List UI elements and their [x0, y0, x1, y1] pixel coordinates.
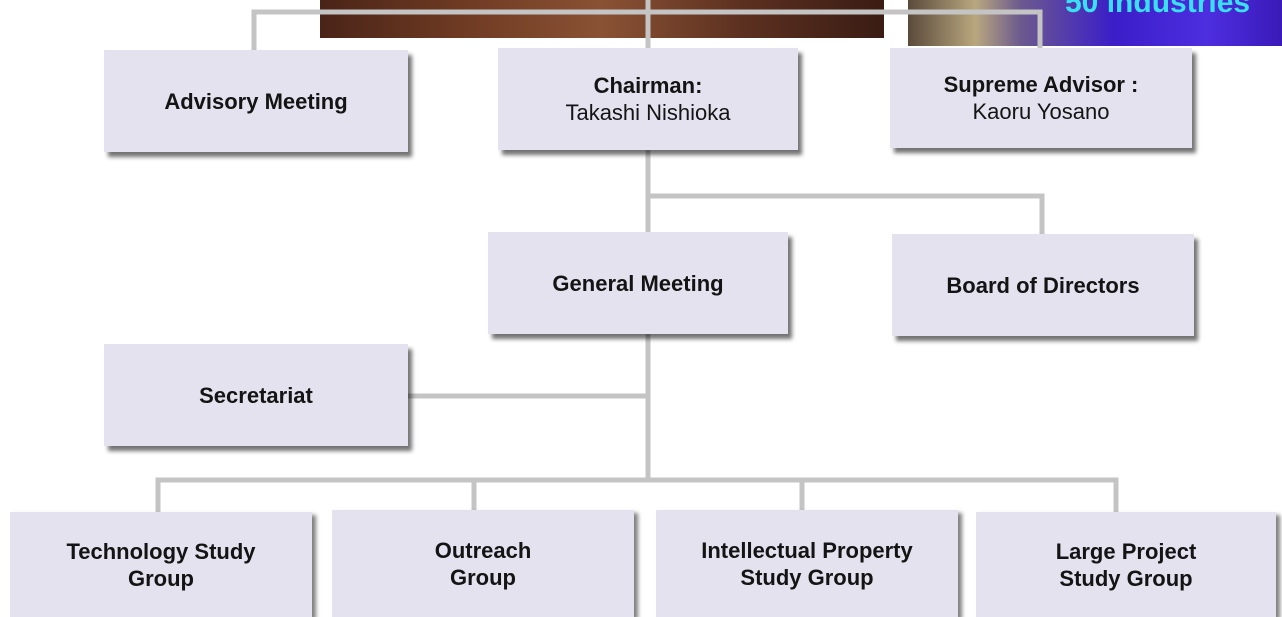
connector-bottom-bracket — [155, 477, 1119, 515]
intellectual-property-study-group-line2: Study Group — [740, 564, 874, 590]
chairman-name: Takashi Nishioka — [565, 100, 731, 125]
technology-study-group-box: Technology Study Group — [10, 512, 312, 617]
board-of-directors-box: Board of Directors — [892, 234, 1194, 336]
header-photo-left — [320, 0, 884, 38]
intellectual-property-study-group-box: Intellectual Property Study Group — [656, 510, 958, 617]
large-project-study-group-line2: Study Group — [1059, 565, 1193, 591]
large-project-study-group-box: Large Project Study Group — [976, 512, 1276, 617]
outreach-group-line1: Outreach — [434, 537, 532, 563]
supreme-advisor-box: Supreme Advisor : Kaoru Yosano — [890, 48, 1192, 148]
connector-board — [645, 193, 1045, 237]
outreach-group-box: Outreach Group — [332, 510, 634, 617]
supreme-advisor-name: Kaoru Yosano — [972, 99, 1110, 124]
supreme-advisor-title: Supreme Advisor : — [943, 72, 1139, 97]
chairman-box: Chairman: Takashi Nishioka — [498, 48, 798, 150]
general-meeting-title: General Meeting — [552, 270, 724, 296]
secretariat-box: Secretariat — [104, 344, 408, 446]
intellectual-property-study-group-line1: Intellectual Property — [701, 537, 913, 563]
technology-study-group-line1: Technology Study — [66, 538, 256, 564]
secretariat-title: Secretariat — [199, 382, 313, 408]
outreach-group-line2: Group — [450, 564, 516, 590]
large-project-study-group-line1: Large Project — [1055, 538, 1197, 564]
general-meeting-box: General Meeting — [488, 232, 788, 334]
advisory-meeting-box: Advisory Meeting — [104, 50, 408, 152]
chairman-title: Chairman: — [593, 73, 703, 98]
header-photo-right: 50 industries — [908, 0, 1282, 46]
board-of-directors-title: Board of Directors — [946, 272, 1140, 298]
advisory-meeting-title: Advisory Meeting — [164, 88, 348, 114]
header-caption: 50 industries — [1065, 0, 1251, 19]
technology-study-group-line2: Group — [128, 565, 194, 591]
